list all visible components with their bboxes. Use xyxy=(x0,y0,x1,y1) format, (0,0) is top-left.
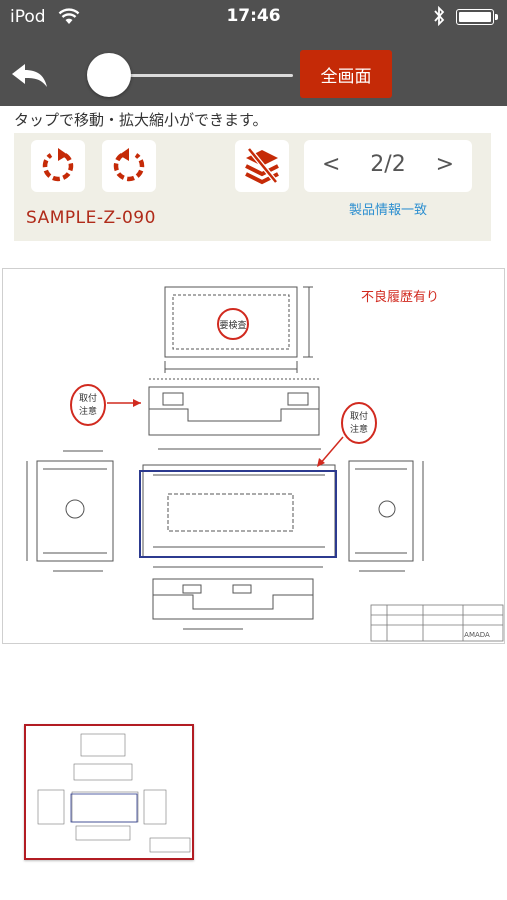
wifi-icon xyxy=(58,8,80,24)
layers-button[interactable] xyxy=(235,140,289,192)
next-page-button[interactable]: > xyxy=(435,152,454,177)
page-thumbnail[interactable] xyxy=(24,724,194,860)
back-arrow-icon[interactable] xyxy=(8,59,52,93)
callout-right xyxy=(341,402,377,444)
rotate-counterclockwise-icon xyxy=(113,148,145,182)
layers-icon xyxy=(245,147,279,185)
inspection-stamp-label: 要検査 xyxy=(219,319,246,331)
defect-history-note: 不良履歴有り xyxy=(361,289,439,305)
fullscreen-button[interactable]: 全画面 xyxy=(300,50,392,98)
callout-left-line2: 注意 xyxy=(79,405,97,417)
battery-icon xyxy=(456,9,494,25)
control-panel: SAMPLE-Z-090 < 2/2 > 製品情報一致 xyxy=(14,133,491,241)
drawing-canvas: AMADA 不良履歴有り 要検査 取付 注意 取付 注意 xyxy=(26,286,504,642)
rotate-clockwise-icon xyxy=(42,148,74,182)
bluetooth-icon xyxy=(434,6,445,26)
callout-left-line1: 取付 xyxy=(79,393,97,404)
title-block xyxy=(370,604,504,642)
toolbar: 全画面 xyxy=(0,34,507,106)
page-indicator: 2/2 xyxy=(370,152,406,177)
status-bar: iPod 17:46 xyxy=(0,0,507,34)
callout-left xyxy=(70,384,106,426)
zoom-slider-thumb[interactable] xyxy=(86,53,131,97)
model-code: SAMPLE-Z-090 xyxy=(26,208,156,228)
thumbnail-drawing xyxy=(37,733,191,853)
callout-right-line2: 注意 xyxy=(350,423,368,435)
callout-right-line1: 取付 xyxy=(350,411,368,422)
usage-hint: タップで移動・拡大縮小ができます。 xyxy=(14,111,268,129)
clock: 17:46 xyxy=(226,6,281,26)
zoom-slider-track[interactable] xyxy=(88,74,293,77)
highlight-box xyxy=(139,470,337,558)
technical-drawing[interactable]: AMADA 不良履歴有り 要検査 取付 注意 取付 注意 xyxy=(2,268,505,644)
title-block-label: AMADA xyxy=(464,631,490,639)
page-navigator: < 2/2 > xyxy=(304,140,472,192)
inspection-stamp xyxy=(217,308,249,340)
rotate-counterclockwise-button[interactable] xyxy=(102,140,156,192)
previous-page-button[interactable]: < xyxy=(322,152,341,177)
carrier-label: iPod xyxy=(10,7,46,27)
battery-tip xyxy=(495,14,498,20)
rotate-clockwise-button[interactable] xyxy=(31,140,85,192)
product-info-link[interactable]: 製品情報一致 xyxy=(348,203,427,218)
